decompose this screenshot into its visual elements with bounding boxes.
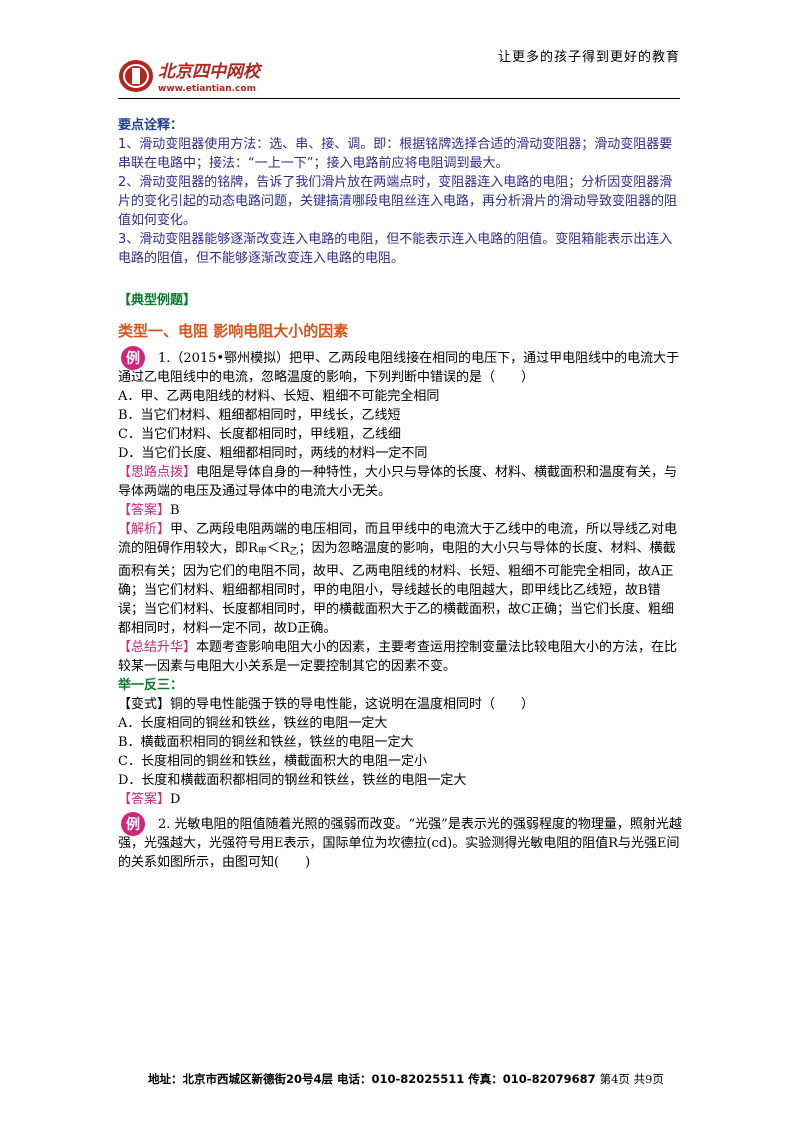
q1-answer: 【答案】B bbox=[118, 501, 684, 520]
answer-text: B bbox=[170, 503, 180, 518]
summary-tag: 【总结升华】 bbox=[118, 640, 197, 655]
variant-option-a: A．长度相同的铜丝和铁丝，铁丝的电阻一定大 bbox=[118, 716, 388, 731]
page-footer: 地址：北京市西城区新德街20号4层 电话：010-82025511 传真：010… bbox=[148, 1071, 664, 1087]
variant-option-b: B．横截面积相同的铜丝和铁丝，铁丝的电阻一定大 bbox=[118, 735, 414, 750]
school-logo: 北京四中网校 www.etiantian.com bbox=[119, 60, 263, 94]
point-1: 1、滑动变阻器使用方法：选、串、接、调。即：根据铭牌选择合适的滑动变阻器；滑动变… bbox=[118, 137, 673, 171]
variant-option-c: C．长度相同的铜丝和铁丝，横截面积大的电阻一定小 bbox=[118, 754, 427, 769]
analysis-lt: ＜R bbox=[266, 541, 290, 556]
examples-title: 【典型例题】 bbox=[118, 293, 197, 308]
q1-stem: 1.（2015•鄂州模拟）把甲、乙两段电阻线接在相同的电压下，通过甲电阻线中的电… bbox=[118, 351, 680, 385]
variant-title: 举一反三： bbox=[118, 678, 184, 693]
answer-tag: 【答案】 bbox=[118, 503, 171, 518]
question-1: 例 1.（2015•鄂州模拟）把甲、乙两段电阻线接在相同的电压下，通过甲电阻线中… bbox=[118, 346, 684, 387]
page-content: 要点诠释： 1、滑动变阻器使用方法：选、串、接、调。即：根据铭牌选择合适的滑动变… bbox=[118, 116, 684, 872]
idea-tag: 【思路点拨】 bbox=[118, 465, 197, 480]
example-icon: 例 bbox=[121, 812, 145, 836]
q1-option-b: B．当它们材料、粗细都相同时，甲线长，乙线短 bbox=[118, 408, 401, 423]
points-title: 要点诠释： bbox=[118, 118, 184, 133]
q2-stem: 2. 光敏电阻的阻值随着光照的强弱而改变。“光强”是表示光的强弱程度的物理量，照… bbox=[118, 817, 682, 870]
q1-analysis: 【解析】甲、乙两段电阻两端的电压相同，而且甲线中的电流大于乙线中的电流，所以导线… bbox=[118, 520, 684, 638]
question-2: 例 2. 光敏电阻的阻值随着光照的强弱而改变。“光强”是表示光的强弱程度的物理量… bbox=[118, 812, 684, 872]
subscript-yi: 乙 bbox=[289, 547, 299, 557]
idea-text: 电阻是导体自身的一种特性，大小只与导体的长度、材料、横截面积和温度有关，与导体两… bbox=[118, 465, 678, 499]
variant-stem: 【变式】铜的导电性能强于铁的导电性能，这说明在温度相同时（ ） bbox=[118, 697, 535, 712]
analysis-text-2: ；因为忽略温度的影响，电阻的大小只与导体的长度、材料、横截面积有关；因为它们的电… bbox=[118, 541, 676, 636]
point-3: 3、滑动变阻器能够逐渐改变连入电路的电阻，但不能表示连入电路的阻值。变阻箱能表示… bbox=[118, 232, 673, 266]
logo-url: www.etiantian.com bbox=[158, 84, 256, 94]
q1-summary: 【总结升华】本题考查影响电阻大小的因素，主要考查运用控制变量法比较电阻大小的方法… bbox=[118, 638, 684, 676]
example-icon: 例 bbox=[121, 346, 145, 370]
variant-answer: 【答案】D bbox=[118, 790, 684, 809]
logo-name: 北京四中网校 bbox=[158, 62, 263, 82]
page-number: 第4页 共9页 bbox=[599, 1072, 664, 1086]
q1-option-a: A．甲、乙两电阻线的材料、长短、粗细不可能完全相同 bbox=[118, 389, 440, 404]
type1-title: 类型一、电阻 影响电阻大小的因素 bbox=[118, 322, 349, 340]
footer-address: 地址：北京市西城区新德街20号4层 电话：010-82025511 传真：010… bbox=[148, 1072, 596, 1086]
subscript-jia: 甲 bbox=[257, 547, 267, 557]
slogan: 让更多的孩子得到更好的教育 bbox=[497, 50, 680, 65]
page-header: 北京四中网校 www.etiantian.com 让更多的孩子得到更好的教育 bbox=[118, 36, 680, 99]
variant-option-d: D．长度和横截面积都相同的钢丝和铁丝，铁丝的电阻一定大 bbox=[118, 773, 467, 788]
q1-option-c: C．当它们材料、长度都相同时，甲线粗，乙线细 bbox=[118, 427, 401, 442]
example-icon-label: 例 bbox=[126, 350, 140, 367]
analysis-tag: 【解析】 bbox=[118, 522, 171, 537]
q1-option-d: D．当它们长度、粗细都相同时，两线的材料一定不同 bbox=[118, 446, 428, 461]
variant-answer-tag: 【答案】 bbox=[118, 792, 171, 807]
example-icon-label: 例 bbox=[126, 816, 140, 833]
variant-answer-text: D bbox=[170, 792, 181, 807]
analysis-text-1: 甲、乙两段电阻两端的电压相同，而且甲线中的电流大于乙线中的电流，所以导线乙对电流… bbox=[118, 522, 678, 556]
point-2: 2、滑动变阻器的铭牌，告诉了我们滑片放在两端点时，变阻器连入电路的电阻；分析因变… bbox=[118, 175, 678, 228]
summary-text: 本题考查影响电阻大小的因素，主要考查运用控制变量法比较电阻大小的方法，在比较某一… bbox=[118, 640, 678, 674]
q1-idea: 【思路点拨】电阻是导体自身的一种特性，大小只与导体的长度、材料、横截面积和温度有… bbox=[118, 463, 684, 501]
